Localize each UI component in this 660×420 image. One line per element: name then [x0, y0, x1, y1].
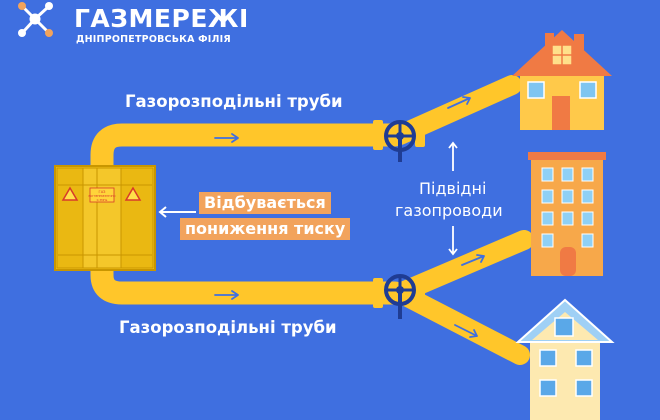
valve-icon — [373, 274, 425, 319]
gas-cabinet: ГАЗ ВОГНЕНЕБЕЗПЕЧНО 0.3МПа — [54, 165, 156, 271]
double-arrow-icon — [448, 141, 458, 256]
pipes-top-label: Газорозподільні труби — [125, 92, 343, 111]
distribution-pipe — [90, 123, 407, 305]
house-top — [512, 30, 612, 130]
flow-arrows — [214, 96, 485, 338]
service-pipes-label: газопроводи — [395, 201, 503, 220]
cabinet-sign-text: ВОГНЕНЕБЕЗПЕЧНО — [88, 194, 115, 198]
service-pipes-label: Підвідні — [419, 179, 487, 198]
pressure-reduction-label: пониження тиску — [180, 218, 351, 240]
brand-name: ГАЗМЕРЕЖІ — [74, 4, 249, 33]
apartment-building — [528, 152, 606, 276]
brand-branch: ДНІПРОПЕТРОВСЬКА ФІЛІЯ — [76, 34, 231, 45]
valve-icon — [373, 117, 425, 162]
cabinet-sign-text: 0.3МПа — [97, 198, 108, 202]
cabinet-sign-text: ГАЗ — [99, 190, 107, 194]
house-bottom — [515, 298, 615, 420]
pressure-pointer-arrow — [158, 206, 196, 218]
pipes-bottom-label: Газорозподільні труби — [119, 318, 337, 337]
logo-icon — [18, 2, 53, 37]
pressure-reduction-label: Відбувається — [199, 192, 331, 214]
